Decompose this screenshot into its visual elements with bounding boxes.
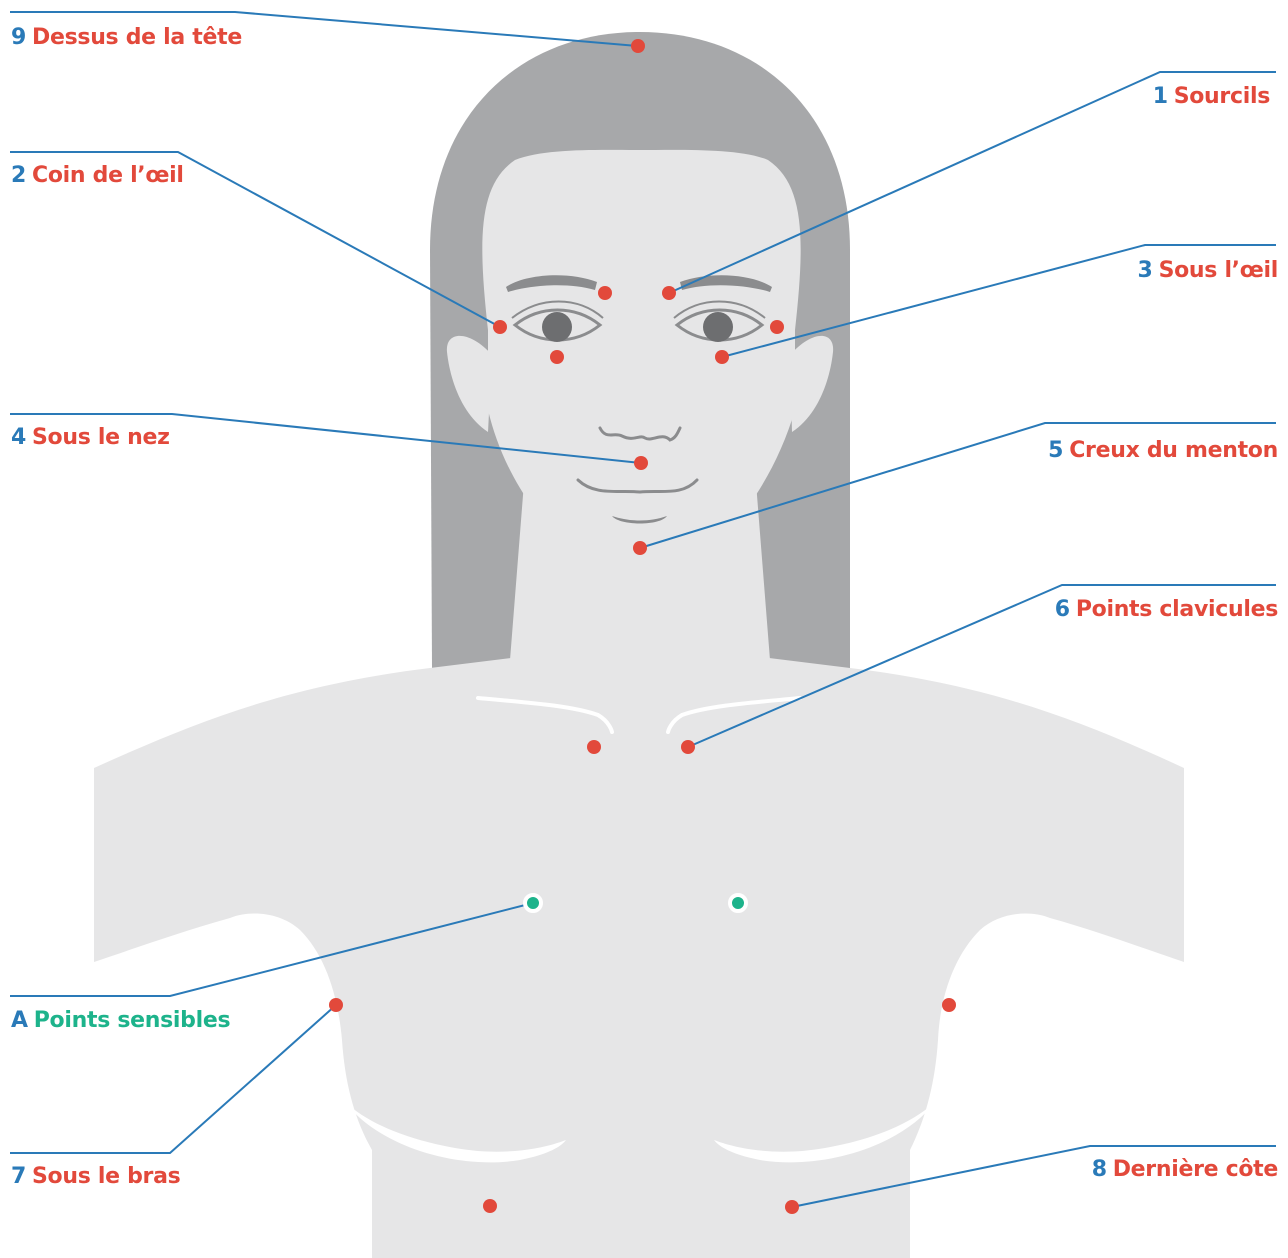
- label-3-number: 3: [1138, 258, 1153, 283]
- label-6-number: 6: [1055, 597, 1070, 622]
- body: [94, 649, 1184, 1258]
- label-7-text: Sous le bras: [32, 1164, 180, 1189]
- point-9-top-of-head: [631, 39, 645, 53]
- label-A-text: Points sensibles: [34, 1008, 231, 1033]
- right-iris: [703, 312, 733, 342]
- point-7-under-arm-left: [329, 998, 343, 1012]
- label-9-text: Dessus de la tête: [32, 25, 242, 50]
- point-A-sore-spot-left: [525, 895, 541, 911]
- point-1-eyebrow-right: [662, 286, 676, 300]
- label-8-text: Dernière côte: [1113, 1157, 1278, 1182]
- label-4-number: 4: [11, 425, 26, 450]
- label-2-text: Coin de l’œil: [32, 163, 184, 188]
- point-2-eye-corner-right: [770, 320, 784, 334]
- point-3-under-eye-left: [550, 350, 564, 364]
- label-9-number: 9: [11, 25, 26, 50]
- label-A-number: A: [11, 1008, 28, 1033]
- point-2-eye-corner-left: [493, 320, 507, 334]
- label-6-text: Points clavicules: [1076, 597, 1278, 622]
- point-7-under-arm-right: [942, 998, 956, 1012]
- label-3-text: Sous l’œil: [1159, 258, 1278, 283]
- point-1-eyebrow-left: [598, 286, 612, 300]
- label-7-number: 7: [11, 1164, 26, 1189]
- point-A-sore-spot-right: [730, 895, 746, 911]
- point-3-under-eye-right: [715, 350, 729, 364]
- label-8-number: 8: [1092, 1157, 1107, 1182]
- label-1-number: 1: [1153, 84, 1168, 109]
- point-8-last-rib-right: [785, 1200, 799, 1214]
- point-8-last-rib-left: [483, 1199, 497, 1213]
- label-1-text: Sourcils: [1174, 84, 1270, 109]
- label-5-text: Creux du menton: [1069, 438, 1278, 463]
- label-2-number: 2: [11, 163, 26, 188]
- label-5-number: 5: [1048, 438, 1063, 463]
- point-6-collarbone-right: [681, 740, 695, 754]
- point-5-chin: [633, 541, 647, 555]
- point-6-collarbone-left: [587, 740, 601, 754]
- point-4-under-nose: [634, 456, 648, 470]
- label-4-text: Sous le nez: [32, 425, 170, 450]
- left-iris: [542, 312, 572, 342]
